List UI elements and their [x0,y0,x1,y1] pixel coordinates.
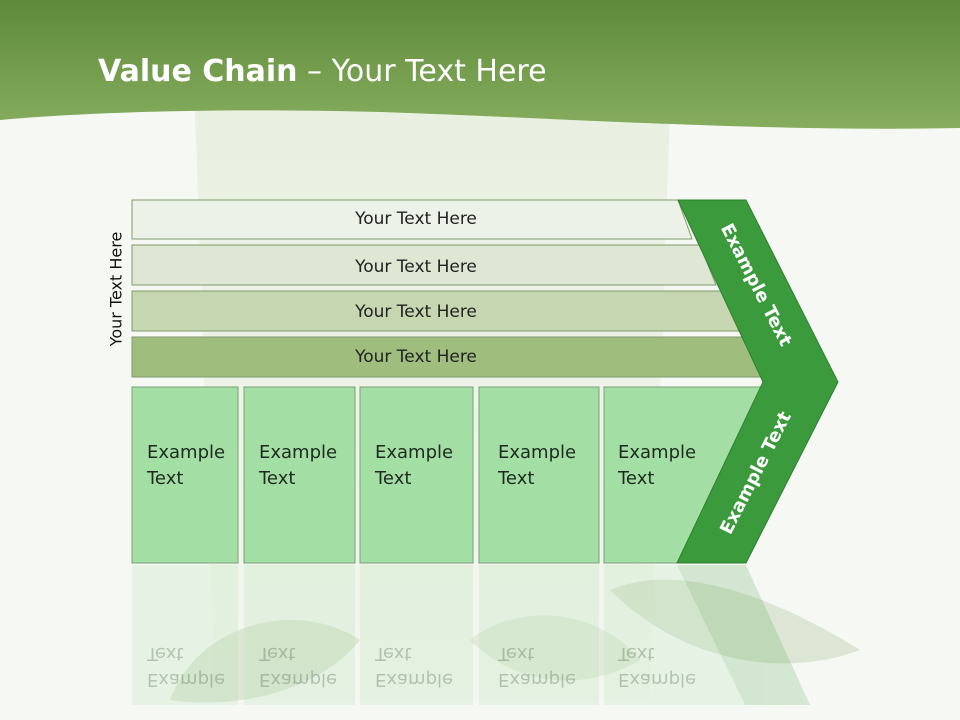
slide-title: Value Chain – Your Text Here [98,54,547,89]
title-bold: Value Chain [98,54,298,89]
reflection-line: Example [147,669,226,690]
row-shape-2 [131,244,717,286]
reflection-text: Example Text [618,640,696,692]
cell-label-line: Example [259,442,338,463]
title-rest: Your Text Here [331,54,547,89]
header-band [0,0,960,129]
cell-label-1: Example Text [147,440,225,492]
cell-label-line: Example [498,442,577,463]
cell-label-line: Text [498,468,535,489]
reflection-line: Example [498,669,577,690]
margin-chevron [676,199,839,564]
reflection-line: Example [259,669,338,690]
reflection-line: Example [618,669,697,690]
title-separator: – [297,54,332,89]
leaf-shape [470,615,640,681]
cell-label-4: Example Text [498,440,576,492]
reflection-line: Text [259,643,296,664]
cell-shape-4 [478,386,600,564]
cell-label-2: Example Text [259,440,337,492]
cell-shape-2 [243,386,356,564]
reflection-text: Example Text [147,640,225,692]
cell-label-line: Text [147,468,184,489]
cell-label-line: Example [375,442,454,463]
cell-label-5: Example Text [618,440,696,492]
row-label-2: Your Text Here [355,257,477,277]
cell-label-line: Text [259,468,296,489]
reflection-line: Text [618,643,655,664]
cell-label-line: Text [375,468,412,489]
leaf-shape [610,579,860,664]
reflection-line: Example [375,669,454,690]
reflection-line: Text [147,643,184,664]
reflection-text: Example Text [498,640,576,692]
cell-label-line: Example [147,442,226,463]
cell-label-line: Example [618,442,697,463]
reflection-text: Example Text [259,640,337,692]
cell-label-line: Text [618,468,655,489]
cell-shape-3 [359,386,474,564]
cell-shape-1 [131,386,239,564]
row-label-3: Your Text Here [355,302,477,322]
row-label-4: Your Text Here [355,347,477,367]
reflection-text: Example Text [375,640,453,692]
leaf-shape [170,620,360,703]
cell-label-3: Example Text [375,440,453,492]
reflection-line: Text [498,643,535,664]
row-shape-1 [131,199,693,240]
reflection [132,565,810,705]
reflection-line: Text [375,643,412,664]
row-label-1: Your Text Here [355,209,477,229]
